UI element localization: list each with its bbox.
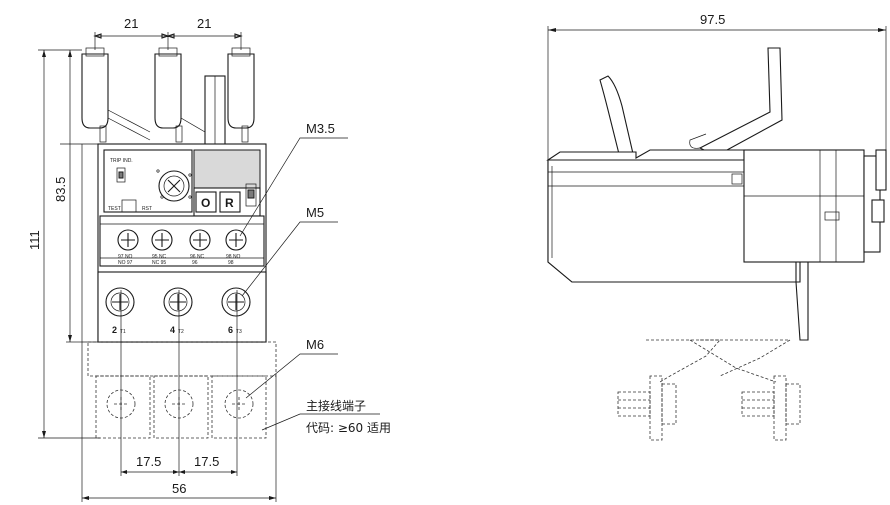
- aux-label: 95 NC: [152, 254, 167, 260]
- dim-main-pitch-left: 17.5: [136, 454, 161, 469]
- upper-terminal-lugs: [81, 47, 255, 147]
- main-terminal-screw[interactable]: [105, 287, 135, 317]
- dim-main-pitch-right: 17.5: [194, 454, 219, 469]
- terminal-number: 6: [228, 325, 233, 335]
- terminal-sub: T1: [120, 329, 126, 335]
- reset-label: RST: [142, 206, 152, 212]
- dim-total-depth: 97.5: [700, 12, 725, 27]
- aux-terminal-row: 97 NO 95 NC 96 NC 98 NO NO 97 NC 95 96 9…: [99, 215, 265, 267]
- aux-sublabel: 98: [228, 260, 234, 266]
- terminal-sub: T2: [178, 329, 184, 335]
- front-view: TRIP IND. TEST RST O R: [27, 16, 391, 502]
- test-label: TEST: [108, 206, 121, 212]
- side-view: 97.5: [546, 12, 887, 441]
- rear-clip: [698, 47, 783, 157]
- main-terminal-row: 2 T1 4 T2 6 T3: [97, 271, 267, 343]
- aux-screw[interactable]: [117, 229, 139, 251]
- aux-sublabel: NO 97: [118, 260, 133, 266]
- terminal-note-line1: 主接线端子: [306, 398, 366, 413]
- setting-panel: TRIP IND. TEST RST O R: [103, 149, 261, 217]
- dim-pitch-right: 21: [197, 16, 211, 31]
- main-terminal-screw[interactable]: [221, 287, 251, 317]
- aux-screw[interactable]: [151, 229, 173, 251]
- left-dimensions: 111 83.5: [27, 49, 100, 439]
- aux-screw[interactable]: [225, 229, 247, 251]
- callout-main-screw-bottom: M6: [306, 337, 324, 352]
- reset-button-label: R: [225, 196, 234, 210]
- dim-upper-height: 83.5: [53, 177, 68, 202]
- side-lower-terminals: [617, 339, 801, 441]
- side-right-module: [743, 149, 865, 263]
- top-dimension: 21 21: [93, 16, 243, 50]
- trip-ind-label: TRIP IND.: [110, 158, 133, 164]
- terminal-number: 2: [112, 325, 117, 335]
- dim-total-height: 111: [27, 230, 42, 250]
- bottom-dimensions: 17.5 17.5 56: [81, 342, 277, 502]
- terminal-number: 4: [170, 325, 175, 335]
- aux-label: 96 NC: [190, 254, 205, 260]
- main-terminal-screw[interactable]: [163, 287, 193, 317]
- callout-main-screw-top: M5: [306, 205, 324, 220]
- terminal-note-line2: 代码: ≥60 适用: [306, 421, 391, 435]
- aux-label: 98 NO: [226, 254, 241, 260]
- aux-sublabel: 96: [192, 260, 198, 266]
- callouts: M3.5 M5 M6 主接线端子 代码: ≥60 适用: [239, 121, 391, 435]
- stop-button-label: O: [201, 196, 210, 210]
- reset-button[interactable]: [219, 191, 241, 213]
- lower-terminal-block: [87, 341, 277, 439]
- stop-button[interactable]: [195, 191, 217, 213]
- side-window: [824, 211, 840, 221]
- dim-pitch-left: 21: [124, 16, 138, 31]
- callout-aux-screw: M3.5: [306, 121, 335, 136]
- aux-screw[interactable]: [189, 229, 211, 251]
- terminal-sub: T3: [236, 329, 242, 335]
- aux-label: 97 NO: [118, 254, 133, 260]
- dim-total-width: 56: [172, 481, 186, 496]
- mounting-hook: [599, 75, 635, 159]
- aux-sublabel: NC 95: [152, 260, 166, 266]
